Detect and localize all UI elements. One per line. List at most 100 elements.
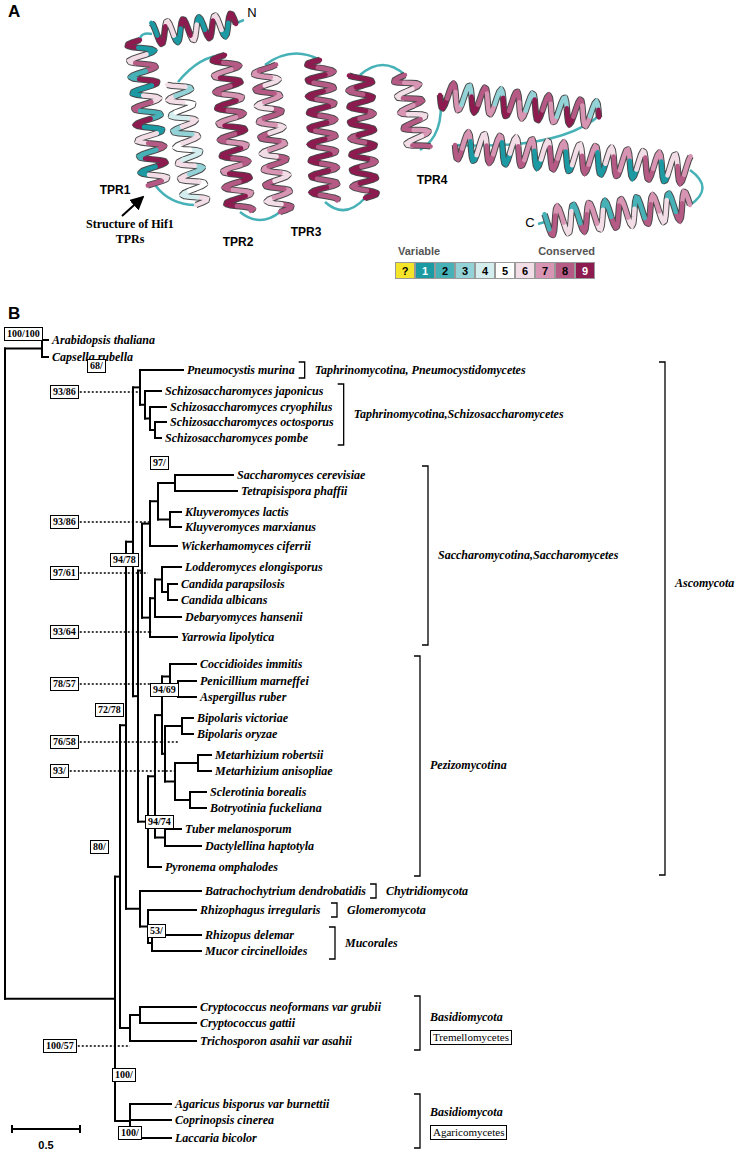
box-text: 94/69 — [153, 684, 176, 695]
tree-branch — [182, 717, 193, 719]
species-name: Tuber melanosporum — [185, 822, 292, 837]
tree-branch — [142, 523, 150, 525]
legend-text: 7 — [542, 265, 548, 277]
species-name: Sclerotinia borealis — [210, 785, 306, 800]
legend-swatch: 2 — [435, 262, 455, 279]
legend-swatch: ? — [395, 262, 415, 279]
helix-segment — [151, 23, 157, 36]
alpha-helix — [349, 76, 377, 198]
helix-outline — [349, 76, 377, 198]
tree-branch — [168, 599, 177, 601]
tree-branch — [162, 676, 170, 678]
clade-name: Pezizomycotina — [430, 758, 507, 773]
tree-branch — [133, 695, 138, 697]
tree-branch — [140, 1006, 196, 1008]
tree-branch — [120, 1027, 130, 1029]
helix-segment — [259, 65, 276, 71]
tree-branch — [168, 583, 177, 585]
legend-text: 1 — [422, 265, 428, 277]
species-name: Pyronema omphalodes — [165, 860, 278, 875]
helix-outline — [307, 60, 337, 200]
species-name: Bipolaris oryzae — [197, 727, 277, 742]
legend-text: ? — [402, 265, 409, 277]
helix-segment — [167, 85, 185, 87]
clade-name: Saccharomycotina,Saccharomycetes — [438, 548, 618, 563]
species-name: Trichosporon asahii var asahii — [200, 1034, 352, 1049]
support-box: 97/ — [150, 456, 169, 470]
alpha-helix — [167, 85, 207, 205]
terminus-label: C — [525, 215, 534, 230]
tree-branch — [198, 754, 211, 756]
tree-branch — [115, 876, 120, 878]
tree-branch — [126, 541, 133, 543]
support-box: 72/78 — [95, 703, 124, 717]
tree-branch — [148, 775, 155, 777]
tree-branch — [190, 791, 206, 793]
legend-swatch: 3 — [455, 262, 475, 279]
legend-swatch: 9 — [575, 262, 595, 279]
domain-label: TPR1 — [100, 183, 131, 197]
species-name: Kluyveromyces marxianus — [185, 520, 316, 535]
tree-branch — [140, 890, 201, 892]
species-name: Dactylellina haptotyla — [205, 839, 314, 854]
support-box: 93/86 — [50, 515, 79, 529]
pointer-arrow — [122, 197, 143, 216]
tree-branch — [145, 390, 161, 392]
tree-branch — [175, 490, 237, 492]
alpha-helix — [394, 75, 430, 146]
support-box: 68/ — [87, 359, 106, 373]
species-name: Schizosaccharomyces pombe — [165, 431, 308, 446]
tree-branch — [170, 511, 181, 513]
tree-branch — [175, 762, 198, 764]
clade-name: Taphrinomycotina, Pneumocystidomycetes — [315, 363, 526, 378]
species-name: Aspergillus ruber — [200, 690, 286, 705]
leader-line — [80, 391, 140, 393]
annotation-text: Structure of Hif1 TPRs — [74, 217, 186, 247]
leader-line — [80, 521, 150, 523]
domain-label: TPR3 — [291, 225, 322, 239]
species-name: Rhizopus delemar — [205, 928, 294, 943]
tree-branch — [155, 579, 162, 581]
tree-branch — [150, 545, 177, 547]
tree-branch — [150, 406, 166, 408]
legend-text: 8 — [562, 265, 568, 277]
legend-swatch: 4 — [475, 262, 495, 279]
scale-end-label: Conserved — [538, 245, 595, 257]
helix-segment — [412, 143, 430, 148]
clade-bracket — [370, 884, 376, 898]
box-text: Agaricomycetes — [433, 1126, 504, 1138]
tree-branch — [158, 482, 175, 484]
scale-bar — [12, 1125, 80, 1133]
legend-text: 3 — [462, 265, 468, 277]
tree-branch — [148, 909, 196, 911]
clade-bracket — [414, 656, 420, 876]
clade-name: Glomeromycota — [347, 903, 426, 918]
box-text: 93/86 — [53, 516, 76, 527]
clade-name: Ascomycota — [675, 576, 734, 591]
box-text: 53/ — [150, 925, 163, 936]
tree-branch — [140, 369, 183, 371]
clade-bracket — [659, 362, 665, 875]
clade-bracket — [414, 996, 420, 1050]
tree-branch — [162, 566, 181, 568]
leader-line — [80, 572, 148, 574]
tree-branch — [155, 437, 161, 439]
tree-branch — [145, 418, 150, 420]
alpha-helix — [213, 55, 253, 211]
species-name: Batrachochytrium dendrobatidis — [205, 884, 366, 899]
helix-outline — [440, 84, 599, 126]
species-name: Schizosaccharomyces cryophilus — [170, 400, 332, 415]
rank-box: Agaricomycetes — [430, 1125, 507, 1140]
clade-name: Taphrinomycotina,Schizosaccharomycetes — [354, 407, 564, 422]
support-box: 93/ — [50, 764, 69, 778]
species-name: Cryptococcus gattii — [200, 1016, 295, 1031]
box-text: 72/78 — [98, 704, 121, 715]
box-text: 100/57 — [46, 1040, 74, 1051]
tree-branch — [138, 570, 142, 572]
species-name: Schizosaccharomyces octosporus — [170, 415, 334, 430]
helix-outline — [455, 132, 691, 183]
clade-name: Basidiomycota — [430, 1105, 503, 1120]
box-text: 78/57 — [53, 678, 76, 689]
box-text: 100/100 — [7, 328, 40, 339]
